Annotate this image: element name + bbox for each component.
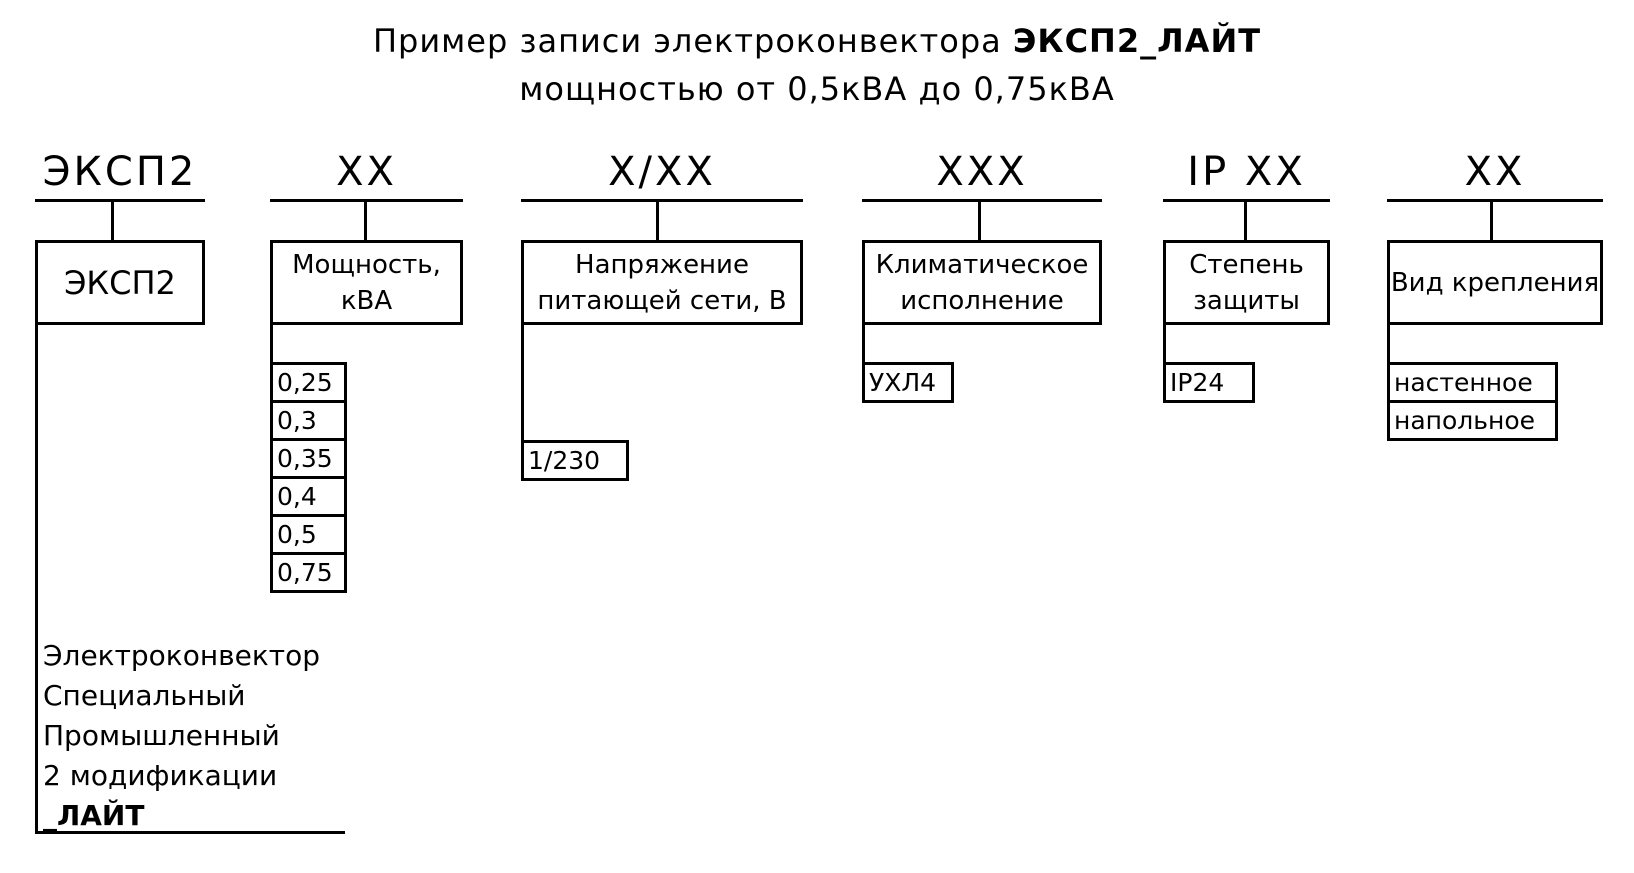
code-bar-series	[35, 199, 205, 202]
code-bar-voltage	[521, 199, 803, 202]
box-series: ЭКСП2	[35, 240, 205, 325]
options-line-power	[270, 323, 273, 365]
option-voltage-0: 1/230	[521, 440, 629, 481]
connector-climate	[978, 200, 981, 242]
connector-power	[364, 200, 367, 242]
code-mounting: XX	[1464, 149, 1526, 195]
decode-line-5: _ЛАЙТ	[43, 799, 145, 832]
box-voltage: Напряжение питающей сети, В	[521, 240, 803, 325]
option-power-0: 0,25	[270, 362, 347, 403]
options-line-protection	[1163, 323, 1166, 365]
option-mounting-0: настенное	[1387, 362, 1558, 403]
code-climate: XXX	[936, 149, 1028, 195]
option-mounting-1: напольное	[1387, 400, 1558, 441]
option-power-4: 0,5	[270, 514, 347, 555]
options-line-climate	[862, 323, 865, 365]
option-climate-0: УХЛ4	[862, 362, 954, 403]
code-series: ЭКСП2	[42, 149, 198, 195]
title-prefix: Пример записи электроконвектора	[372, 22, 1013, 60]
title-line-1: Пример записи электроконвектора ЭКСП2_ЛА…	[0, 22, 1634, 60]
option-power-1: 0,3	[270, 400, 347, 441]
code-protection: IP XX	[1187, 149, 1306, 195]
box-mounting: Вид крепления	[1387, 240, 1603, 325]
option-power-2: 0,35	[270, 438, 347, 479]
option-protection-0: IP24	[1163, 362, 1255, 403]
decode-line-3: Промышленный	[43, 719, 280, 752]
box-power: Мощность, кВА	[270, 240, 463, 325]
option-power-5: 0,75	[270, 552, 347, 593]
box-climate: Климатическое исполнение	[862, 240, 1102, 325]
code-power: XX	[336, 149, 397, 195]
connector-protection	[1244, 200, 1247, 242]
box-protection: Степень защиты	[1163, 240, 1330, 325]
decode-line-2: Специальный	[43, 679, 246, 712]
code-bar-climate	[862, 199, 1102, 202]
options-line-voltage	[521, 323, 524, 443]
connector-voltage	[656, 200, 659, 242]
connector-mounting	[1490, 200, 1493, 242]
decode-line-4: 2 модификации	[43, 759, 278, 792]
option-power-3: 0,4	[270, 476, 347, 517]
series-decode-line	[35, 323, 38, 833]
title-bold-code: ЭКСП2_ЛАЙТ	[1012, 22, 1262, 60]
series-decode-underline	[35, 831, 345, 834]
code-voltage: X/XX	[608, 149, 716, 195]
connector-series	[111, 200, 114, 242]
title-line-2: мощностью от 0,5кВА до 0,75кВА	[519, 70, 1115, 108]
options-line-mounting	[1387, 323, 1390, 365]
decode-line-1: Электроконвектор	[43, 639, 321, 672]
code-bar-mounting	[1387, 199, 1603, 202]
